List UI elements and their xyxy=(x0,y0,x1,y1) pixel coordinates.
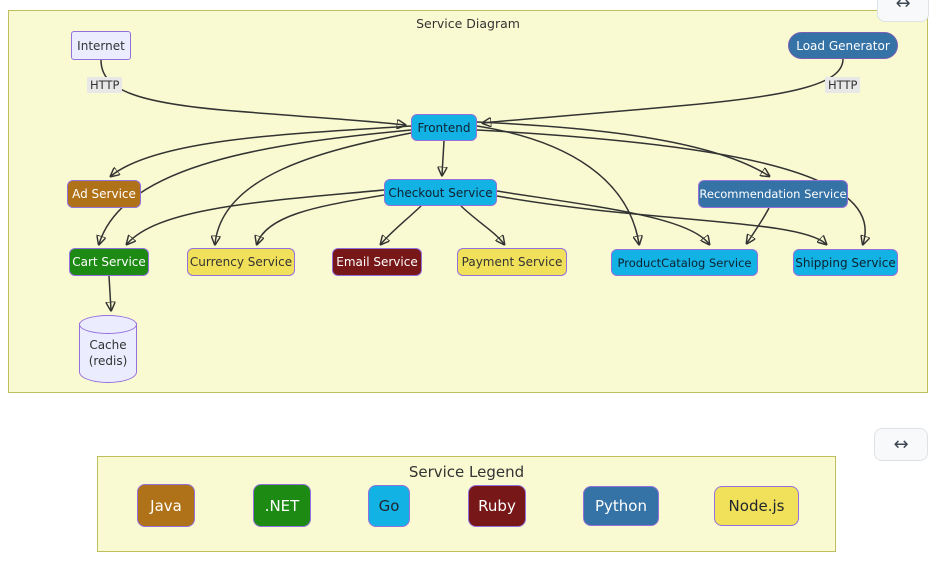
edge-checkout-currency xyxy=(257,194,385,244)
edge-frontend-currency xyxy=(215,132,412,244)
edge-layer xyxy=(9,58,929,394)
edge-label-http-internet: HTTP xyxy=(87,77,123,93)
service-diagram-title: Service Diagram xyxy=(416,16,520,31)
expand-icon: ↔ xyxy=(895,0,911,14)
edge-frontend-recommendation xyxy=(476,121,769,176)
edge-internet-frontend xyxy=(100,59,405,125)
service-legend-title: Service Legend xyxy=(408,463,525,481)
diagram-expand-button[interactable]: ↔ xyxy=(877,0,929,22)
cache-label-line1: Cache xyxy=(89,337,127,352)
node-checkout-service: Checkout Service xyxy=(384,179,497,206)
expand-icon: ↔ xyxy=(893,434,909,455)
node-ad-service: Ad Service xyxy=(67,180,141,208)
node-recommendation-service: Recommendation Service xyxy=(698,180,848,208)
node-email-service: Email Service xyxy=(332,248,422,276)
node-shipping-service: Shipping Service xyxy=(793,249,898,276)
node-cart-service: Cart Service xyxy=(69,248,149,276)
legend-item-nodejs: Node.js xyxy=(714,486,799,526)
edge-frontend-ad xyxy=(111,125,412,176)
node-frontend: Frontend xyxy=(411,114,477,141)
edge-checkout-shipping xyxy=(496,195,826,244)
cache-label-line2: (redis) xyxy=(88,353,128,368)
edge-frontend-shipping xyxy=(476,129,865,244)
node-load-generator: Load Generator xyxy=(788,32,898,59)
edge-frontend-productcatalog xyxy=(476,125,639,244)
edge-frontend-cart xyxy=(99,129,412,244)
node-productcatalog-service: ProductCatalog Service xyxy=(611,249,758,276)
edge-cart-cache xyxy=(109,275,111,310)
edge-recommendation-productcatalog xyxy=(747,207,770,243)
legend-item-python: Python xyxy=(583,486,659,526)
edge-loadgen-frontend xyxy=(483,58,844,123)
edge-checkout-payment xyxy=(460,205,504,244)
edge-checkout-email xyxy=(381,205,422,244)
service-legend-panel: Service Legend Java .NET Go Ruby Python … xyxy=(97,456,836,552)
legend-expand-button[interactable]: ↔ xyxy=(874,428,928,461)
node-currency-service: Currency Service xyxy=(187,248,295,276)
edge-frontend-checkout xyxy=(442,140,444,175)
node-payment-service: Payment Service xyxy=(457,248,567,276)
edge-label-http-loadgen: HTTP xyxy=(825,77,861,93)
edge-checkout-cart xyxy=(127,189,385,244)
node-cache-redis: Cache (redis) xyxy=(79,315,137,383)
legend-item-ruby: Ruby xyxy=(468,485,526,527)
service-diagram-panel: Service Diagram HTTP HTTP Internet Load … xyxy=(8,10,928,393)
legend-item-go: Go xyxy=(368,485,410,527)
node-internet: Internet xyxy=(71,31,131,60)
legend-item-java: Java xyxy=(137,484,195,527)
legend-item-dotnet: .NET xyxy=(253,484,311,527)
